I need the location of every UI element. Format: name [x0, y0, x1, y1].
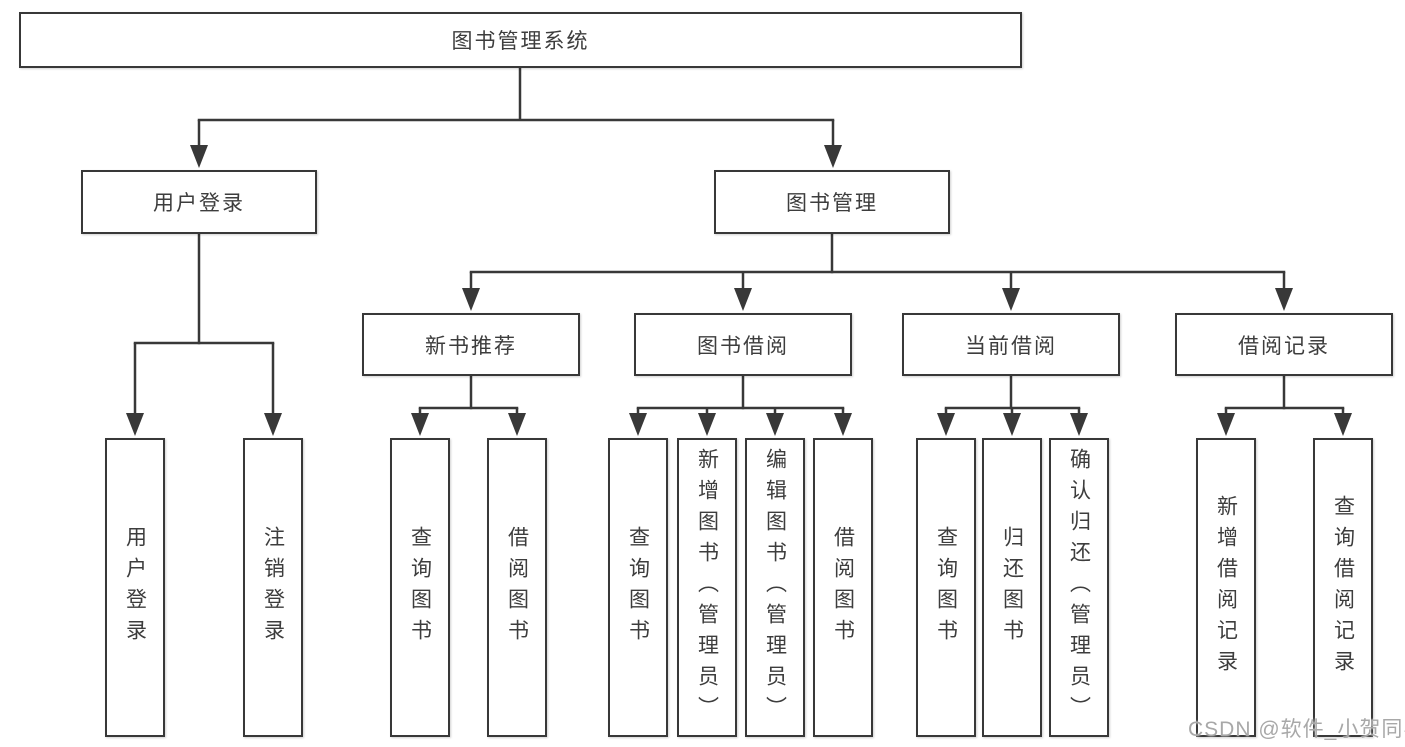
node-label: 确认归还（管理员）	[1067, 448, 1091, 727]
leaf-query-borrow-record: 查询借阅记录	[1313, 438, 1373, 737]
node-label: 新增图书（管理员）	[695, 448, 719, 727]
node-label: 注销登录	[261, 525, 285, 650]
node-label: 编辑图书（管理员）	[763, 448, 787, 727]
leaf-return-book: 归还图书	[982, 438, 1042, 737]
node-label: 查询图书	[934, 525, 958, 650]
leaf-add-book-admin: 新增图书（管理员）	[677, 438, 737, 737]
leaf-confirm-return-admin: 确认归还（管理员）	[1049, 438, 1109, 737]
leaf-query-books-borrowing: 查询图书	[608, 438, 668, 737]
leaf-borrow-books-recommend: 借阅图书	[487, 438, 547, 737]
node-library-management-system: 图书管理系统	[19, 12, 1022, 68]
leaf-logout: 注销登录	[243, 438, 303, 737]
node-label: 查询图书	[626, 525, 650, 650]
leaf-edit-book-admin: 编辑图书（管理员）	[745, 438, 805, 737]
node-current-borrowing: 当前借阅	[902, 313, 1120, 376]
leaf-user-login: 用户登录	[105, 438, 165, 737]
leaf-query-books-current: 查询图书	[916, 438, 976, 737]
node-label: 当前借阅	[965, 334, 1057, 358]
watermark-text: CSDN @软件_小贺同学	[1188, 718, 1405, 741]
node-label: 新书推荐	[425, 334, 517, 358]
node-label: 查询图书	[408, 525, 432, 650]
node-label: 用户登录	[123, 525, 147, 650]
node-borrowing-records: 借阅记录	[1175, 313, 1393, 376]
leaf-query-books-recommend: 查询图书	[390, 438, 450, 737]
node-label: 借阅图书	[505, 525, 529, 650]
leaf-add-borrow-record: 新增借阅记录	[1196, 438, 1256, 737]
node-label: 归还图书	[1000, 525, 1024, 650]
node-label: 借阅图书	[831, 525, 855, 650]
node-label: 查询借阅记录	[1331, 494, 1355, 681]
leaf-borrow-books-borrowing: 借阅图书	[813, 438, 873, 737]
node-new-book-recommend: 新书推荐	[362, 313, 580, 376]
node-book-borrowing: 图书借阅	[634, 313, 852, 376]
node-label: 借阅记录	[1238, 334, 1330, 358]
node-label: 图书管理	[786, 192, 878, 215]
node-label: 图书借阅	[697, 334, 789, 358]
node-book-management: 图书管理	[714, 170, 950, 234]
node-user-login: 用户登录	[81, 170, 317, 234]
node-label: 用户登录	[153, 192, 245, 215]
node-label: 新增借阅记录	[1214, 494, 1238, 681]
arrowhead-icons	[126, 145, 1352, 436]
node-label: 图书管理系统	[451, 30, 590, 53]
